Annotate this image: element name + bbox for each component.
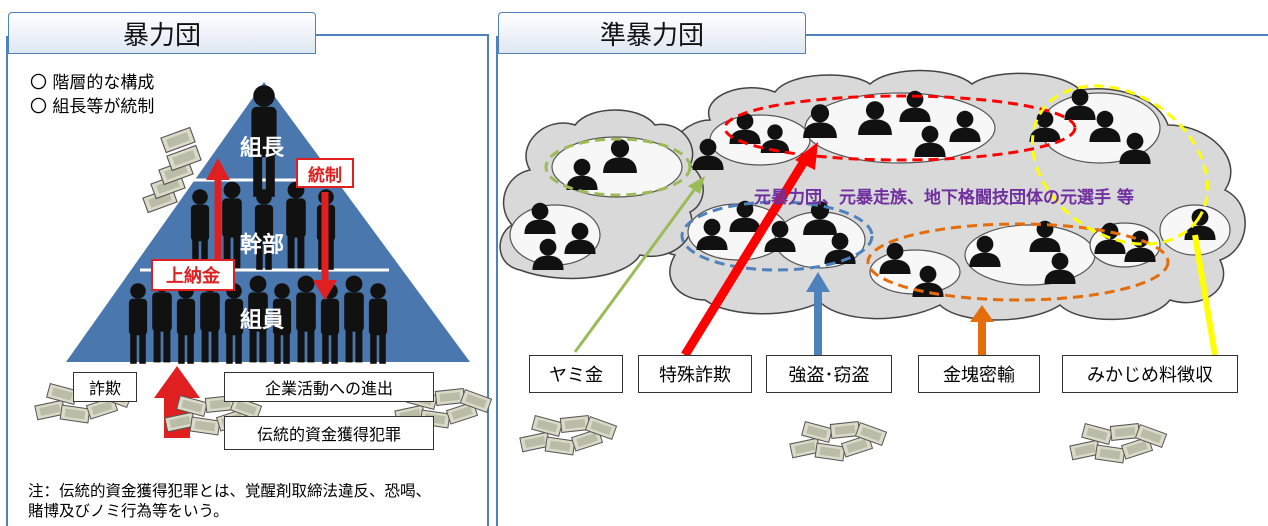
bullet-hierarchy: 〇 階層的な構成 [30,73,155,93]
footnote-line-1: 注：伝統的資金獲得犯罪とは、覚醒剤取締法違反、恐喝、 [28,482,432,500]
left-panel-title: 暴力団 [8,12,316,54]
activity-special-fraud-box: 特殊詐欺 [638,355,752,393]
pyramid-executive-label: 幹部 [240,233,285,258]
right-panel-title: 準暴力団 [498,12,806,54]
footnote-line-2: 賭博及びノミ行為等をいう。 [28,502,229,520]
activity-gold-smuggling-box: 金塊密輸 [918,355,1040,393]
left-panel-topline [316,34,489,36]
pyramid-boss-label: 組長 [240,136,285,161]
left-panel-frame [6,36,489,526]
bullet-control: 〇 組長等が統制 [30,97,155,117]
fraud-arrow [681,152,812,358]
activity-yamikin-box: ヤミ金 [529,355,623,393]
sources-arrow [154,366,200,398]
activity-protection-fee-box: みかじめ料徴収 [1062,355,1238,393]
fraud-group-ellipse [723,94,1077,162]
pyramid-member-label: 組員 [240,308,285,333]
tribute-arrow-head [206,158,230,180]
right-panel-frame [496,36,1268,526]
yamikin-group-ellipse [544,137,692,197]
control-label: 統制 [296,158,354,188]
tribute-label: 上納金 [151,259,235,291]
source-fraud-box: 詐欺 [73,372,137,402]
activity-robbery-theft-box: 強盗･窃盗 [766,355,892,393]
protection-group-ellipse [1030,84,1210,246]
smuggling-group-ellipse [866,222,1170,302]
yamikin-arrow [573,181,702,353]
members-caption: 元暴力団、元暴走族、地下格闘技団体の元選手 等 [754,188,1134,208]
right-panel-topline [806,34,1268,36]
protection-arrow [1192,234,1218,356]
source-traditional-box: 伝統的資金獲得犯罪 [224,416,434,450]
source-business-box: 企業活動への進出 [224,372,434,402]
control-arrow-head [313,280,337,300]
